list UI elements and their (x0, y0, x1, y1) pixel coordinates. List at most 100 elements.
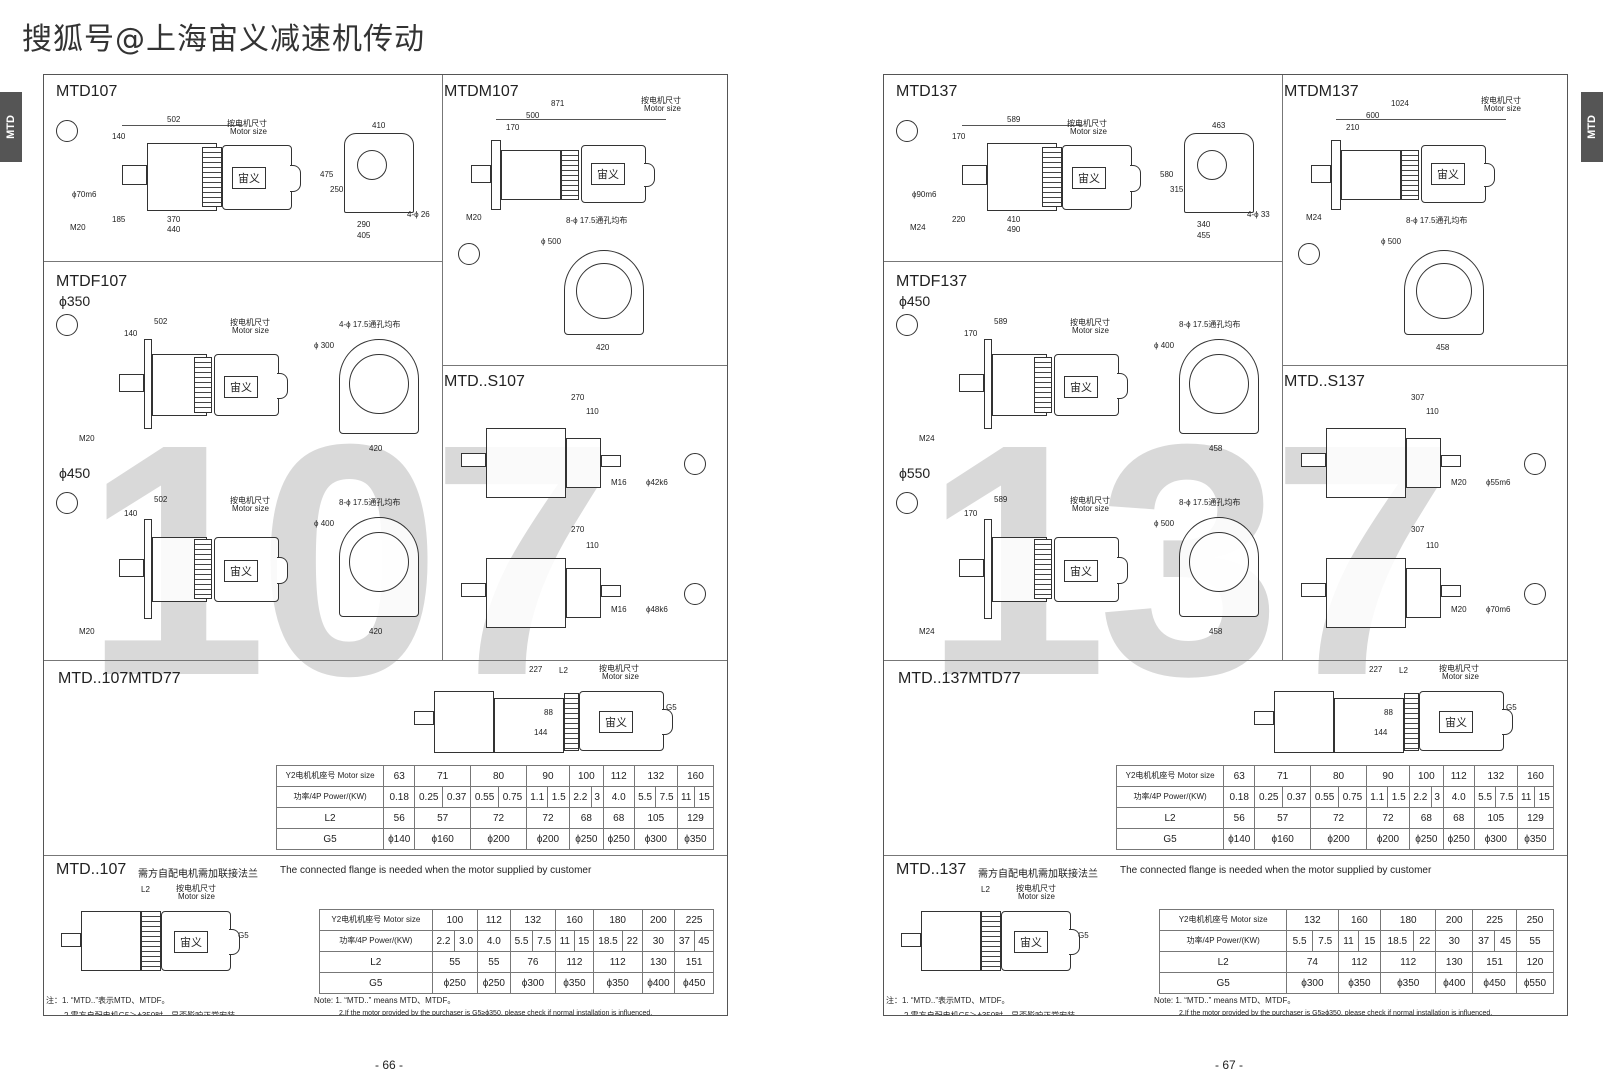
table-cell: 30 (641, 930, 676, 952)
table-cell: ϕ250 (431, 972, 478, 994)
combo-drawing: 227 L2 按电机尺寸 Motor size 宙义 G5 144 88 (404, 663, 724, 763)
mtdm-flange-drawing: 871 按电机尺寸 Motor size 500 170 宙义 M20 8-ϕ … (446, 95, 726, 360)
table-cell: 11 (555, 930, 575, 952)
mtd-foot-drawing: 502 按电机尺寸 Motor size 140 宙义 ϕ70m6 M20 18… (52, 105, 437, 255)
table-cell: 2.2 (431, 930, 456, 952)
page-number-left: - 66 - (375, 1058, 404, 1072)
section-title-combo: MTD..107MTD77 (58, 670, 181, 687)
table-cell: ϕ450 (674, 972, 714, 994)
table-cell: 151 (1472, 951, 1517, 973)
catalog-page-right: 137 MTD137 589 按电机尺寸 Motor size 170 宙义 ϕ… (883, 74, 1568, 1016)
s-drawings: 307 110 M20 ϕ55m6 307 110 M20 ϕ70m6 (1286, 393, 1566, 655)
mtdf-drawing-a: 502 按电机尺寸 Motor size 140 宙义 M20 4-ϕ 17.5… (54, 309, 434, 459)
combo-drawing: 227 L2 按电机尺寸 Motor size 宙义 G5 144 88 (1244, 663, 1564, 763)
table-cell: 200 (1435, 909, 1474, 931)
mtd-foot-drawing: 589 按电机尺寸 Motor size 170 宙义 ϕ90m6 M24 22… (892, 105, 1277, 255)
section-title-mtdm: MTDM107 (444, 83, 519, 100)
note-en-2: 2.If the motor provided by the purchaser… (1179, 1010, 1493, 1016)
table-cell: 55 (431, 951, 478, 973)
mtdf-drawing-b: 589 按电机尺寸 Motor size 170 宙义 M24 8-ϕ 17.5… (894, 487, 1274, 652)
table-cell: ϕ400 (641, 972, 676, 994)
table-cell: 250 (1515, 909, 1555, 931)
table-cell: ϕ250 (476, 972, 511, 994)
section-title-mtdf: MTDF107 (56, 273, 128, 290)
section-title-mtdf: MTDF137 (896, 273, 968, 290)
table-cell: 18.5 (1380, 930, 1415, 952)
table-cell: 112 (1337, 951, 1382, 973)
table-cell: 130 (641, 951, 676, 973)
table-cell: 18.5 (592, 930, 624, 952)
table-cell: ϕ350 (1380, 972, 1437, 994)
table-cell: 225 (674, 909, 714, 931)
table-cell: 76 (509, 951, 557, 973)
catalog-page-left: 107 MTD107 502 按电机尺寸 Motor size 140 宙义 ϕ… (43, 74, 728, 1016)
table-cell: ϕ300 (509, 972, 557, 994)
table-cell: 5.5 (509, 930, 534, 952)
table-cell: ϕ350 (592, 972, 643, 994)
table-cell: 15 (573, 930, 594, 952)
table-cell: 5.5 (1286, 930, 1313, 952)
table-cell: 37 (1472, 930, 1496, 952)
flange-drawing: L2 按电机尺寸 Motor size 宙义 G5 (56, 883, 266, 983)
table-cell: ϕ550 (1515, 972, 1555, 994)
table-cell: 160 (1337, 909, 1382, 931)
table-cell: 151 (674, 951, 714, 973)
note-cn-2: 2.需方自配电机G5＞ϕ350时，是否影响正常安装。 (64, 1011, 244, 1016)
table-cell: ϕ300 (1286, 972, 1339, 994)
table-cell: 22 (1413, 930, 1437, 952)
table-cell: 112 (1380, 951, 1437, 973)
table-cell: ϕ400 (1435, 972, 1474, 994)
table-cell: 200 (641, 909, 676, 931)
note-en-1: Note: 1. “MTD..” means MTD、MTDF。 (314, 996, 456, 1005)
side-tab-right: MTD (1581, 92, 1603, 162)
mtdf-variant-a: ϕ350 (59, 293, 91, 309)
section-title-s: MTD..S137 (1284, 373, 1365, 390)
table-cell: 120 (1515, 951, 1555, 973)
page-number-right: - 67 - (1215, 1058, 1244, 1072)
table-cell: ϕ450 (1472, 972, 1517, 994)
section-title-flange: MTD..107 (56, 861, 127, 878)
s-drawings: 270 110 M16 ϕ42k6 270 110 M16 ϕ48k6 (446, 393, 726, 655)
table-cell: 45 (693, 930, 715, 952)
note-en-1: Note: 1. “MTD..” means MTD、MTDF。 (1154, 996, 1296, 1005)
mtdm-flange-drawing: 1024 按电机尺寸 Motor size 600 210 宙义 M24 8-ϕ… (1286, 95, 1566, 360)
flange-note-en: The connected flange is needed when the … (1120, 865, 1432, 876)
section-title-combo: MTD..137MTD77 (898, 670, 1021, 687)
table-cell: ϕ350 (555, 972, 594, 994)
table-cell: ϕ350 (1337, 972, 1382, 994)
table-cell: 15 (1358, 930, 1382, 952)
flange-note-en: The connected flange is needed when the … (280, 865, 592, 876)
flange-note-cn: 需方自配电机需加联接法兰 (978, 869, 1098, 880)
table-cell: 160 (555, 909, 594, 931)
table-cell: 180 (1380, 909, 1437, 931)
table-cell: 132 (1286, 909, 1339, 931)
flange-drawing: L2 按电机尺寸 Motor size 宙义 G5 (896, 883, 1106, 983)
table-cell: 130 (1435, 951, 1474, 973)
table-cell: 30 (1435, 930, 1474, 952)
table-cell: 37 (674, 930, 695, 952)
table-cell: 112 (592, 951, 643, 973)
section-title-flange: MTD..137 (896, 861, 967, 878)
table-cell: 132 (509, 909, 557, 931)
note-cn-1: 注：1. “MTD..”表示MTD、MTDF。 (886, 996, 1010, 1005)
note-cn-2: 2.需方自配电机G5＞ϕ350时，是否影响正常安装。 (904, 1011, 1084, 1016)
section-title-mtd: MTD137 (896, 83, 958, 100)
table-cell: 74 (1286, 951, 1339, 973)
table-cell: 7.5 (532, 930, 557, 952)
table-cell: 112 (476, 909, 511, 931)
table-cell: 4.0 (476, 930, 511, 952)
mtdf-variant-a: ϕ450 (899, 293, 931, 309)
side-tab-left: MTD (0, 92, 22, 162)
table-cell: 45 (1494, 930, 1517, 952)
mtdf-drawing-a: 589 按电机尺寸 Motor size 170 宙义 M24 8-ϕ 17.5… (894, 309, 1274, 459)
table-cell: 22 (622, 930, 643, 952)
note-cn-1: 注：1. “MTD..”表示MTD、MTDF。 (46, 996, 170, 1005)
table-cell: 55 (1515, 930, 1555, 952)
table-cell: 112 (555, 951, 594, 973)
mtdf-variant-b: ϕ450 (59, 465, 91, 481)
note-en-2: 2.If the motor provided by the purchaser… (339, 1010, 653, 1016)
